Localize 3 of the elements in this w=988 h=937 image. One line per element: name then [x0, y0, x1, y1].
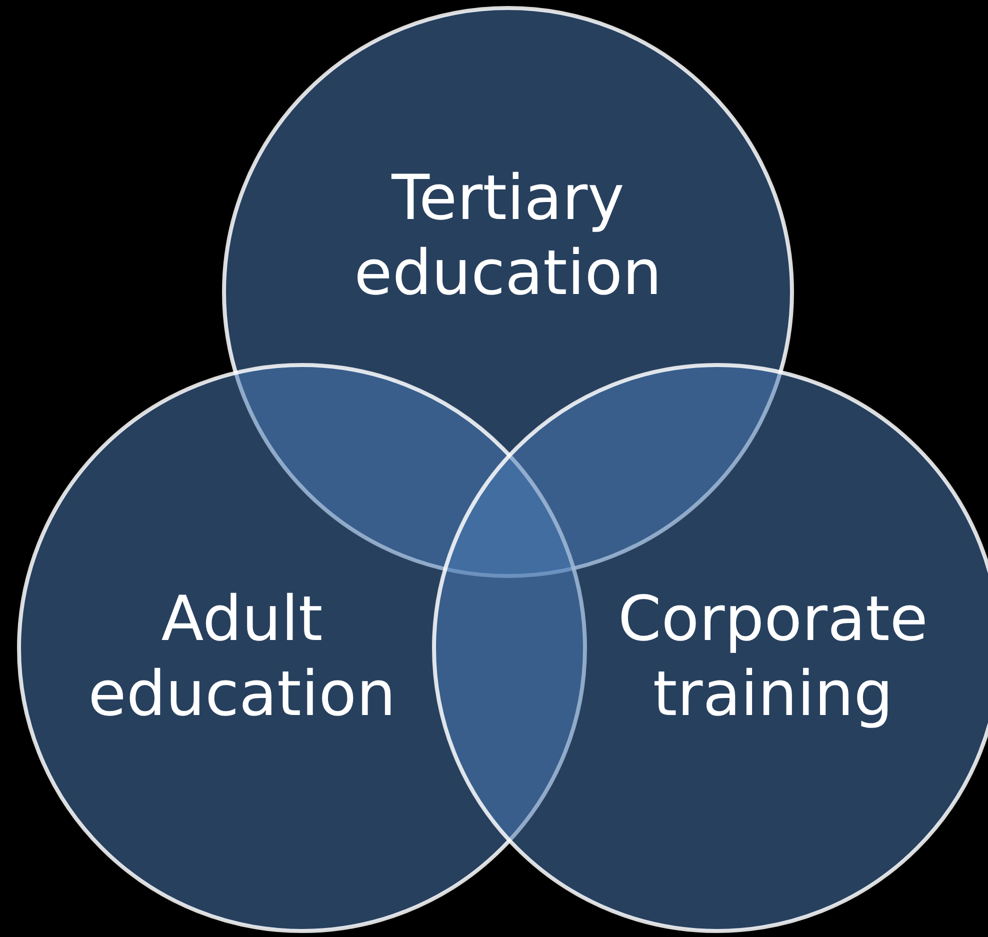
circle-label: Adult education [87, 580, 397, 732]
circle-label: Corporate training [617, 580, 929, 732]
circle-label: Tertiary education [353, 160, 663, 311]
